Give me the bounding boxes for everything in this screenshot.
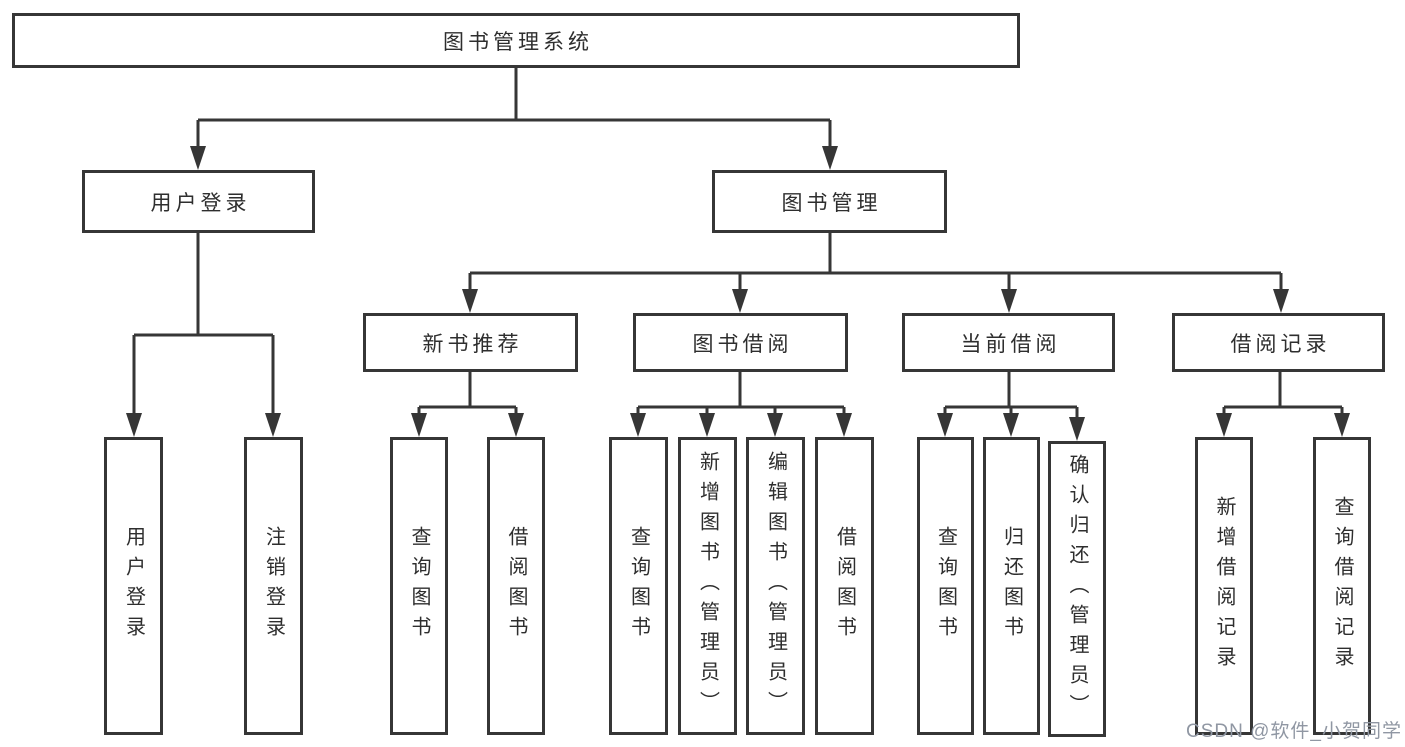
connector-book-borrow-to-leaves <box>630 372 852 437</box>
leaf-bb-query-books-label: 查询图书 <box>627 526 650 646</box>
node-root-label: 图书管理系统 <box>443 30 593 54</box>
leaf-br-add-record: 新增借阅记录 <box>1195 437 1253 735</box>
arrowhead <box>767 413 783 437</box>
arrowhead <box>1273 289 1289 313</box>
leaf-cb-confirm-return-label: 确认归还（管理员） <box>1066 454 1088 724</box>
arrowhead <box>1334 413 1350 437</box>
arrowhead <box>1001 289 1017 313</box>
leaf-bb-query-books: 查询图书 <box>609 437 668 735</box>
leaf-bb-add-books: 新增图书（管理员） <box>678 437 737 735</box>
connector-user-login-to-leaves <box>126 233 281 437</box>
arrowhead <box>126 413 142 437</box>
leaf-logout-label: 注销登录 <box>262 526 285 646</box>
node-book-borrow: 图书借阅 <box>633 313 848 372</box>
leaf-cb-return-books-label: 归还图书 <box>1000 526 1023 646</box>
arrowhead <box>462 289 478 313</box>
arrowhead <box>699 413 715 437</box>
leaf-cb-confirm-return: 确认归还（管理员） <box>1048 441 1106 737</box>
leaf-rec-borrow-books: 借阅图书 <box>487 437 545 735</box>
node-borrow-records-label: 借阅记录 <box>1230 332 1331 356</box>
leaf-user-login: 用户登录 <box>104 437 163 735</box>
arrowhead <box>508 413 524 437</box>
arrowhead <box>732 289 748 313</box>
csdn-watermark: CSDN @软件_小贺同学 <box>1186 721 1402 742</box>
connector-root-to-level2 <box>190 68 838 170</box>
connector-current-borrow-to-leaves <box>937 372 1085 441</box>
arrowhead <box>1216 413 1232 437</box>
arrowhead <box>836 413 852 437</box>
leaf-bb-edit-books-label: 编辑图书（管理员） <box>764 451 787 721</box>
arrowhead <box>1069 417 1085 441</box>
leaf-cb-query-books-label: 查询图书 <box>934 526 957 646</box>
node-new-book-rec-label: 新书推荐 <box>422 332 523 356</box>
leaf-br-query-record-label: 查询借阅记录 <box>1331 496 1353 676</box>
node-user-login-label: 用户登录 <box>150 191 251 215</box>
connector-book-mgmt-to-level3 <box>462 233 1289 313</box>
leaf-bb-borrow-books-label: 借阅图书 <box>833 526 856 646</box>
leaf-user-login-label: 用户登录 <box>122 526 145 646</box>
leaf-cb-query-books: 查询图书 <box>917 437 974 735</box>
arrowhead <box>1003 413 1019 437</box>
node-root: 图书管理系统 <box>12 13 1020 68</box>
node-current-borrow-label: 当前借阅 <box>960 332 1061 356</box>
connector-new-book-rec-to-leaves <box>411 372 524 437</box>
arrowhead <box>630 413 646 437</box>
arrowhead <box>822 146 838 170</box>
leaf-cb-return-books: 归还图书 <box>983 437 1040 735</box>
leaf-rec-query-books-label: 查询图书 <box>408 526 430 646</box>
arrowhead <box>937 413 953 437</box>
arrowhead <box>411 413 427 437</box>
node-book-borrow-label: 图书借阅 <box>692 332 793 356</box>
connector-borrow-records-to-leaves <box>1216 372 1350 437</box>
leaf-br-query-record: 查询借阅记录 <box>1313 437 1371 735</box>
leaf-rec-query-books: 查询图书 <box>390 437 448 735</box>
node-borrow-records: 借阅记录 <box>1172 313 1385 372</box>
leaf-br-add-record-label: 新增借阅记录 <box>1213 496 1235 676</box>
leaf-bb-edit-books: 编辑图书（管理员） <box>746 437 805 735</box>
arrowhead <box>190 146 206 170</box>
node-user-login: 用户登录 <box>82 170 315 233</box>
leaf-logout: 注销登录 <box>244 437 303 735</box>
node-new-book-rec: 新书推荐 <box>363 313 578 372</box>
node-book-mgmt-label: 图书管理 <box>781 191 882 215</box>
node-current-borrow: 当前借阅 <box>902 313 1115 372</box>
leaf-bb-add-books-label: 新增图书（管理员） <box>696 451 719 721</box>
arrowhead <box>265 413 281 437</box>
node-book-mgmt: 图书管理 <box>712 170 947 233</box>
leaf-rec-borrow-books-label: 借阅图书 <box>505 526 527 646</box>
leaf-bb-borrow-books: 借阅图书 <box>815 437 874 735</box>
